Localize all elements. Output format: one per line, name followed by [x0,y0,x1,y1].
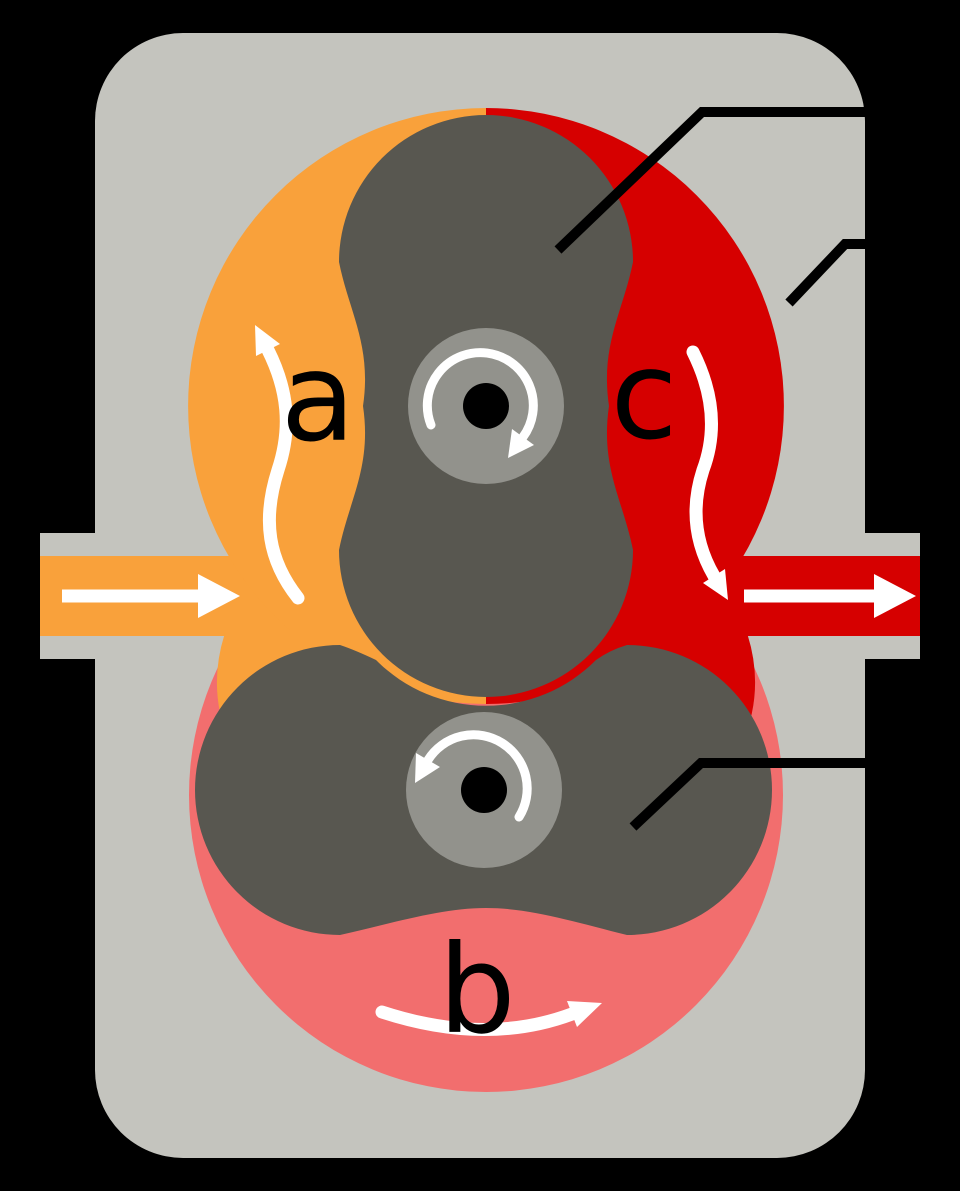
clockwise-arrowhead [508,429,534,458]
chamber-c-leader-line [785,239,960,307]
counterclockwise-arrowhead [415,753,440,783]
intake-curve-arrow-shaft [261,343,305,605]
label-b: b [438,919,515,1061]
label-a: a [281,327,356,469]
outlet-flow-arrow-icon [744,574,916,618]
inlet-flow-arrow-icon [62,574,240,618]
intake-curve-arrow-icon [255,325,305,605]
chamber-b-flow-arrowhead [567,1001,602,1027]
counterclockwise-rotation-arrow-icon [415,730,532,822]
label-c: c [610,325,677,467]
intake-curve-arrowhead [255,325,280,356]
chamber-b-flow-arrow-shaft [375,1005,579,1036]
bottom-rotor-leader-line [629,758,960,831]
counterclockwise-arc [423,730,532,822]
top-rotor-axle-dot [463,383,509,429]
clockwise-rotation-arrow-icon [422,348,538,458]
chamber-b-flow-arrow-icon [375,1001,602,1036]
bottom-rotor-axle-dot [461,767,507,813]
outlet-curve-arrow-icon [686,345,728,600]
top-rotor-leader-line [554,107,960,254]
outlet-flow-arrowhead [874,574,916,618]
outlet-curve-arrowhead [703,569,728,600]
clockwise-arc [422,348,538,442]
outlet-curve-arrow-shaft [686,345,721,583]
inlet-flow-arrowhead [198,574,240,618]
